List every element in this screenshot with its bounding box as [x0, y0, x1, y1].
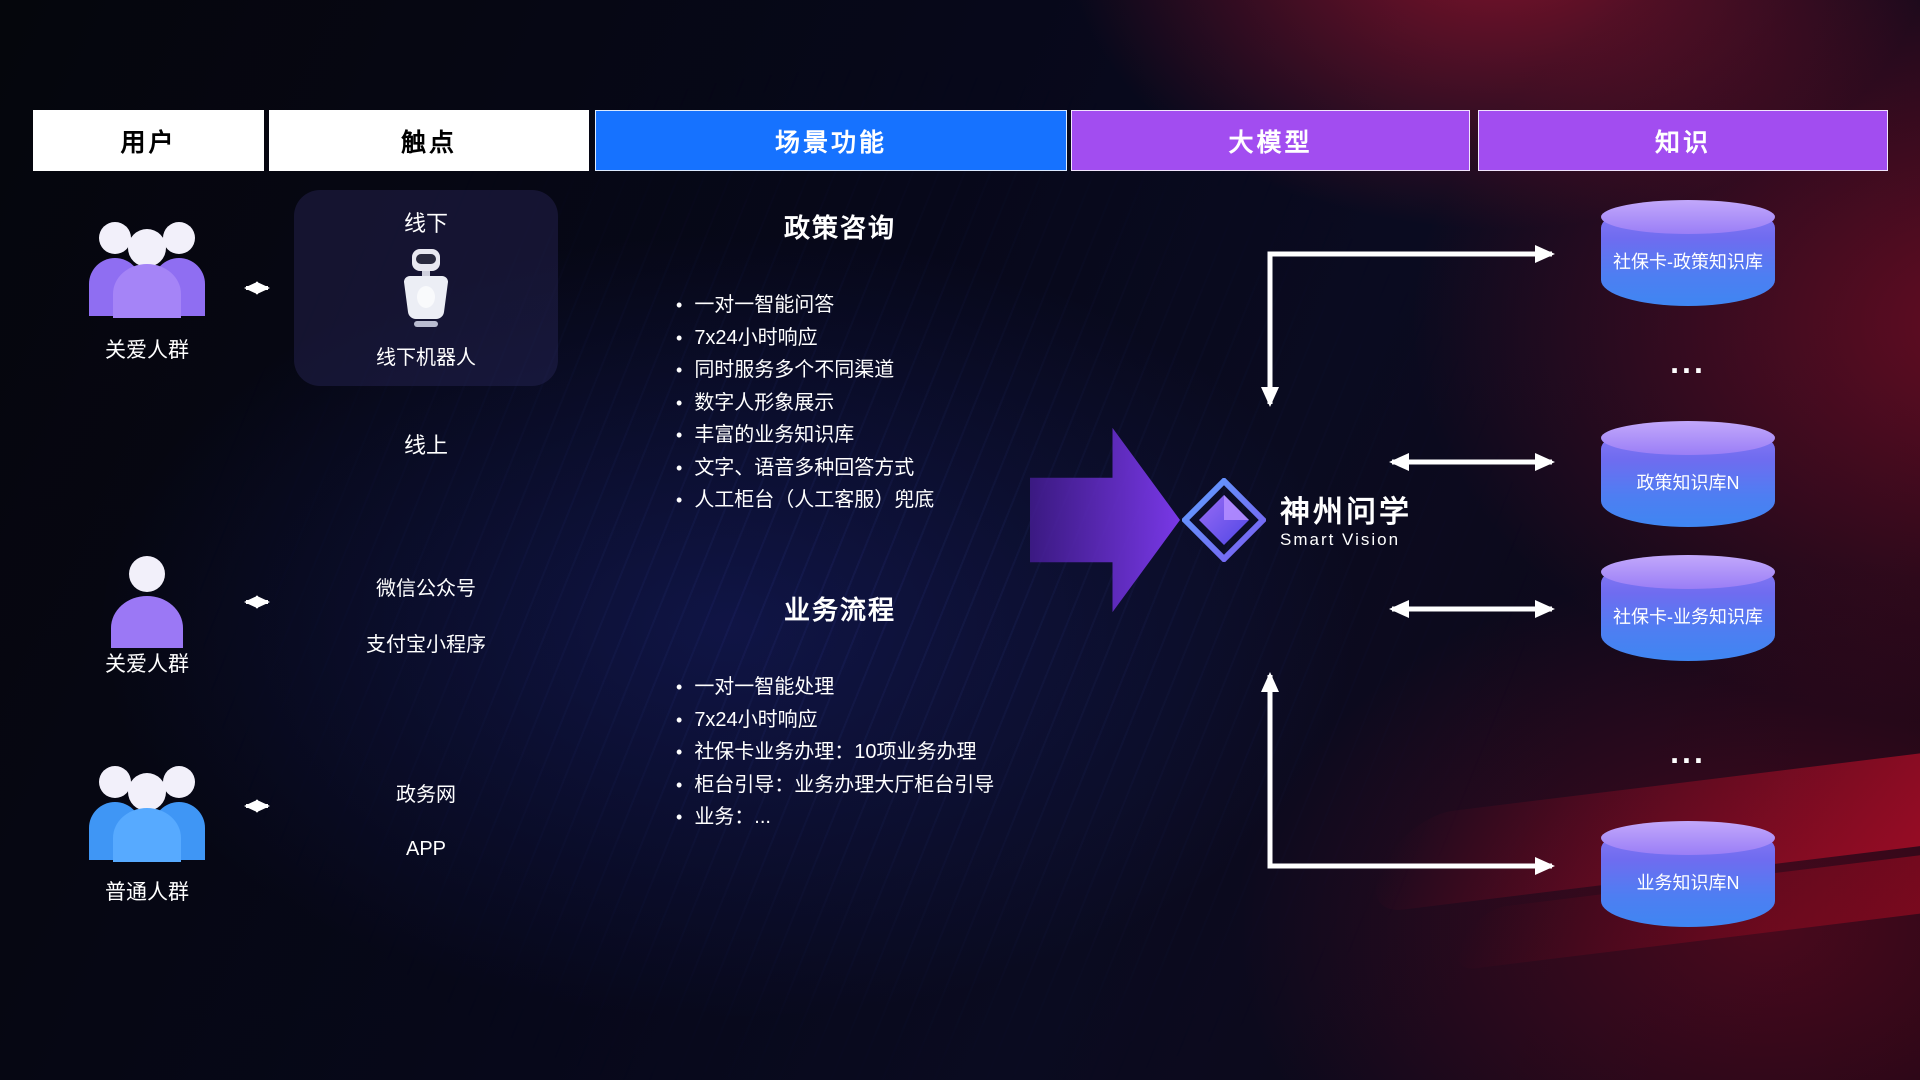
- offline-touchpoint-card: 线下 线下机器人: [294, 190, 558, 386]
- model-name: 神州问学: [1280, 495, 1412, 529]
- kb-cylinder-social-policy: 社保卡-政策知识库: [1601, 200, 1775, 306]
- connector-model-business-kbN: [1261, 672, 1555, 875]
- business-item: 柜台引导：业务办理大厅柜台引导: [676, 769, 1020, 802]
- business-title: 业务流程: [783, 595, 896, 625]
- policy-title: 政策咨询: [783, 213, 896, 243]
- header-knowledge: 知识: [1478, 110, 1888, 171]
- header-model: 大模型: [1071, 110, 1470, 171]
- kb-cylinder-social-business: 社保卡-业务知识库: [1601, 555, 1775, 661]
- channel-wechat: 微信公众号: [376, 578, 476, 600]
- policy-list: 一对一智能问答 7x24小时响应 同时服务多个不同渠道 数字人形象展示 丰富的业…: [660, 289, 1020, 517]
- online-title: 线上: [403, 433, 448, 458]
- model-subtitle: Smart Vision: [1280, 529, 1401, 549]
- policy-item: 同时服务多个不同渠道: [676, 354, 1020, 387]
- kb-label: 社保卡-政策知识库: [1613, 252, 1763, 272]
- kb-label: 社保卡-业务知识库: [1613, 607, 1763, 627]
- user-group2-label: 关爱人群: [105, 653, 189, 676]
- kb-ellipsis-1: ...: [1670, 344, 1706, 380]
- smart-vision-logo: 神州问学 Smart Vision: [1180, 476, 1412, 567]
- policy-item: 一对一智能问答: [676, 289, 1020, 322]
- policy-item: 人工柜台（人工客服）兜底: [676, 484, 1020, 517]
- kb-ellipsis-2: ...: [1670, 734, 1706, 770]
- business-item: 业务：...: [676, 801, 1020, 834]
- business-item: 7x24小时响应: [676, 704, 1020, 737]
- offline-robot-label: 线下机器人: [376, 347, 476, 369]
- policy-item: 丰富的业务知识库: [676, 419, 1020, 452]
- header-users: 用户: [33, 110, 264, 171]
- business-item: 社保卡业务办理：10项业务办理: [676, 736, 1020, 769]
- flow-arrow-icon: [1030, 427, 1180, 613]
- header-scene: 场景功能: [595, 110, 1067, 171]
- kb-label: 业务知识库N: [1636, 873, 1740, 893]
- policy-item: 7x24小时响应: [676, 322, 1020, 355]
- channel-alipay: 支付宝小程序: [366, 634, 486, 656]
- business-section: 业务流程 一对一智能处理 7x24小时响应 社保卡业务办理：10项业务办理 柜台…: [660, 590, 1020, 834]
- policy-section: 政策咨询 一对一智能问答 7x24小时响应 同时服务多个不同渠道 数字人形象展示…: [660, 208, 1020, 517]
- user-group1-label: 关爱人群: [105, 339, 189, 362]
- connector-model-policy-kb1: [1261, 245, 1555, 407]
- users-group-blue-icon: [81, 756, 213, 869]
- user-person-purple-icon: [105, 552, 189, 653]
- kb-label: 政策知识库N: [1636, 473, 1740, 493]
- business-list: 一对一智能处理 7x24小时响应 社保卡业务办理：10项业务办理 柜台引导：业务…: [660, 671, 1020, 834]
- header-touchpoint: 触点: [269, 110, 589, 171]
- user-group3-label: 普通人群: [105, 881, 189, 904]
- kb-cylinder-business-n: 业务知识库N: [1601, 821, 1775, 927]
- channel-gov-web: 政务网: [396, 784, 456, 806]
- channel-app: APP: [405, 838, 447, 860]
- policy-item: 文字、语音多种回答方式: [676, 452, 1020, 485]
- diamond-logo-icon: [1180, 476, 1268, 567]
- kb-cylinder-policy-n: 政策知识库N: [1601, 421, 1775, 527]
- policy-item: 数字人形象展示: [676, 387, 1020, 420]
- robot-icon: [400, 245, 452, 334]
- offline-title: 线下: [403, 211, 448, 236]
- users-group-purple-icon: [81, 212, 213, 325]
- business-item: 一对一智能处理: [676, 671, 1020, 704]
